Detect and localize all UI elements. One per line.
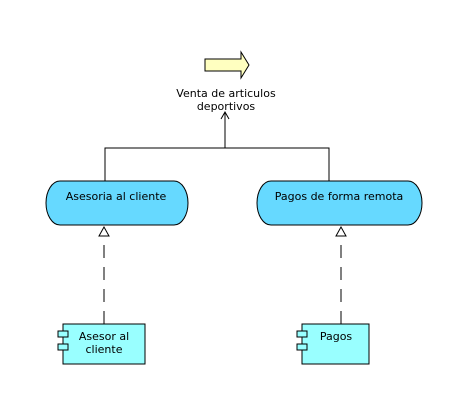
component-icon	[57, 330, 69, 338]
serving-connector[interactable]	[104, 110, 330, 181]
service-label: Asesoria al cliente	[66, 190, 167, 203]
service-shape	[256, 180, 423, 226]
serving-line-right	[225, 147, 330, 181]
serving-arrowhead	[220, 110, 230, 120]
service-label: Pagos de forma remota	[275, 190, 404, 203]
process-label-line2: deportivos	[197, 100, 256, 113]
component-icon	[296, 330, 308, 338]
realization-pagos[interactable]	[335, 225, 347, 324]
component-label-line1: Pagos	[320, 330, 353, 343]
component-icon	[57, 343, 69, 351]
component-label-line2: cliente	[86, 343, 123, 356]
component-asesor[interactable]: Asesor al cliente	[57, 323, 146, 365]
serving-line-left	[104, 147, 225, 181]
service-pagos-remota[interactable]: Pagos de forma remota	[256, 180, 423, 226]
process-label-line1: Venta de articulos	[176, 87, 276, 100]
component-box	[301, 323, 370, 365]
service-shape	[45, 180, 189, 226]
realization-asesor[interactable]	[98, 225, 110, 324]
realization-arrowhead	[335, 225, 347, 237]
component-icon	[296, 343, 308, 351]
component-label-line1: Asesor al	[79, 330, 129, 343]
realization-arrowhead	[98, 225, 110, 237]
component-pagos[interactable]: Pagos	[296, 323, 370, 365]
process-venta[interactable]: Venta de articulos deportivos	[176, 50, 276, 113]
service-asesoria[interactable]: Asesoria al cliente	[45, 180, 189, 226]
process-arrow-icon	[204, 50, 250, 80]
component-box	[62, 323, 146, 365]
